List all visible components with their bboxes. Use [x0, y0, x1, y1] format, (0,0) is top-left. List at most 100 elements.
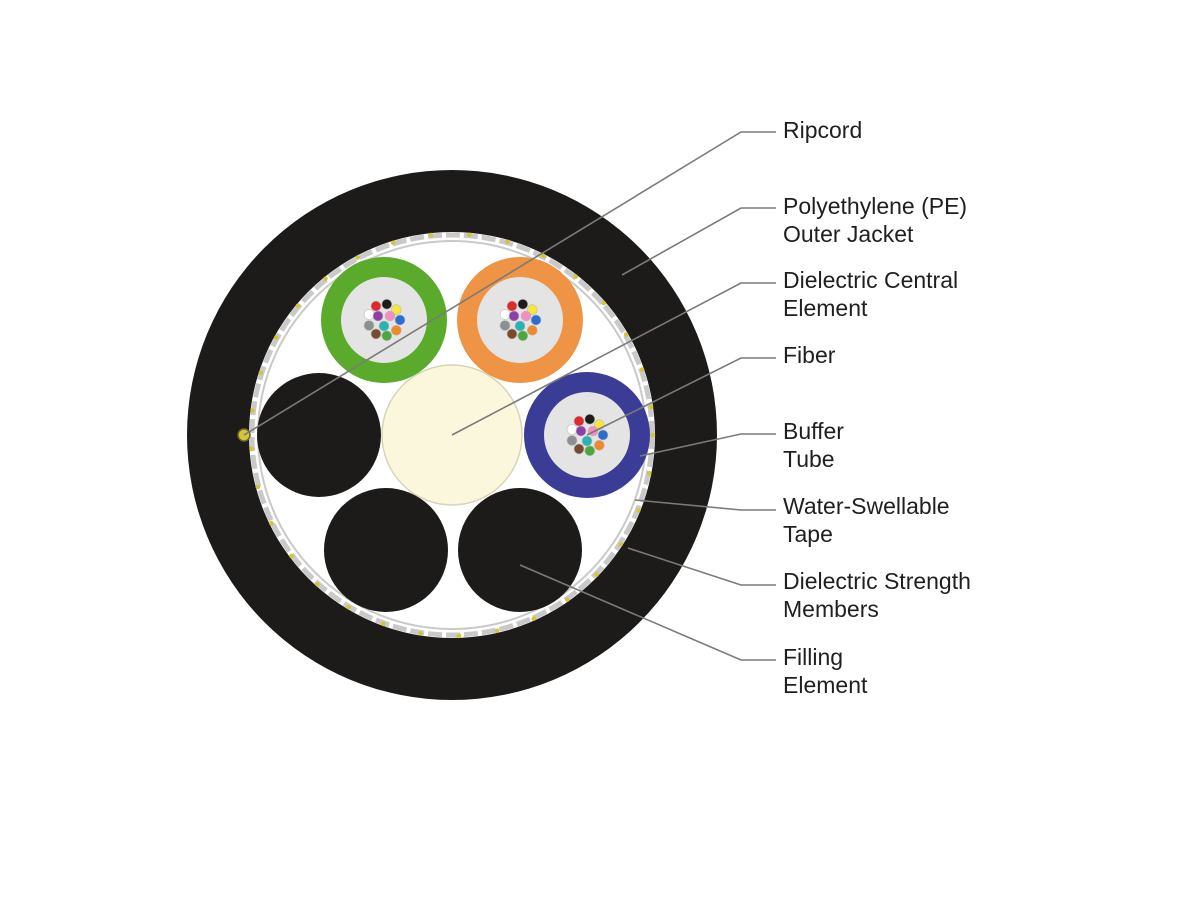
- leader-line-central-element: [451, 282, 776, 436]
- label-ripcord-line-1: Ripcord: [783, 117, 863, 143]
- fiber: [390, 324, 402, 336]
- strength-yarn-strand: [381, 621, 386, 627]
- strength-yarn-strand: [390, 240, 396, 246]
- fiber: [597, 429, 609, 441]
- strength-yarn-strand: [315, 582, 320, 587]
- fiber: [370, 300, 382, 312]
- fiber: [520, 310, 532, 322]
- label-outer-jacket-line-1: Polyethylene (PE): [783, 193, 968, 219]
- fiber: [573, 415, 585, 427]
- label-strength-members-line-1: Dielectric Strength: [783, 568, 971, 594]
- fiber: [526, 324, 538, 336]
- fiber-bundle-blue: [566, 413, 609, 457]
- gel-fill: [341, 277, 427, 363]
- strength-yarn-strand: [258, 370, 264, 376]
- strength-yarn-strand: [531, 616, 537, 621]
- label-tape-line-1: Water-Swellable: [783, 493, 950, 519]
- filling-element-left: [257, 373, 381, 497]
- strength-yarn-strand: [323, 276, 328, 282]
- label-central-element: Dielectric Central Element: [783, 266, 958, 322]
- fiber: [390, 304, 402, 316]
- fiber: [566, 424, 578, 435]
- leader-line-tape: [634, 499, 776, 511]
- fiber: [566, 435, 578, 446]
- label-buffer-tube: Buffer Tube: [783, 417, 844, 473]
- strength-yarn-strand: [467, 232, 472, 238]
- strength-yarn-strand: [249, 446, 254, 452]
- label-central-element-line-1: Dielectric Central: [783, 267, 959, 293]
- fiber-bundle-orange: [499, 298, 542, 342]
- fiber: [508, 310, 520, 322]
- label-buffer-tube-line-2: Tube: [783, 446, 835, 472]
- strength-yarn-strand: [573, 274, 578, 279]
- fiber: [499, 309, 511, 320]
- label-strength-members: Dielectric Strength Members: [783, 567, 971, 623]
- label-tape: Water-Swellable Tape: [783, 492, 950, 548]
- strength-yarn-strand: [428, 232, 434, 238]
- leader-line-strength-members: [627, 547, 776, 586]
- strength-yarn-strand: [639, 367, 645, 372]
- fiber: [370, 328, 382, 340]
- fiber: [499, 320, 511, 331]
- fiber: [506, 328, 518, 340]
- strength-yarn-strand: [594, 572, 599, 577]
- label-filling-element-line-1: Filling: [783, 644, 844, 670]
- fiber: [378, 320, 390, 332]
- leader-line-fiber: [586, 357, 776, 436]
- fiber: [573, 443, 585, 455]
- fiber: [381, 330, 393, 342]
- strength-yarn-strand: [650, 432, 656, 438]
- leader-line-outer-jacket: [621, 207, 776, 276]
- label-filling-element: Filling Element: [783, 643, 867, 699]
- fiber: [526, 304, 538, 316]
- strength-yarn-strand: [418, 631, 423, 636]
- fiber: [581, 435, 593, 447]
- label-ripcord: Ripcord: [783, 116, 862, 144]
- fiber: [381, 298, 393, 310]
- fiber: [517, 330, 529, 342]
- label-buffer-tube-line-1: Buffer: [783, 418, 844, 444]
- label-outer-jacket-line-2: Outer Jacket: [783, 221, 914, 247]
- fiber: [363, 320, 375, 331]
- fiber: [514, 320, 526, 332]
- fiber: [575, 425, 587, 437]
- strength-yarn-strand: [623, 332, 629, 337]
- fiber: [384, 310, 396, 322]
- strength-yarn-strand: [494, 628, 500, 634]
- strength-yarn-strand: [456, 633, 462, 639]
- label-outer-jacket: Polyethylene (PE) Outer Jacket: [783, 192, 967, 248]
- strength-yarn-strand: [565, 597, 570, 602]
- fiber: [593, 439, 605, 451]
- strength-yarn-strand: [289, 553, 294, 559]
- strength-yarn-strand: [618, 542, 623, 547]
- filling-element-bottom-left: [324, 488, 448, 612]
- strength-yarn-strand: [346, 605, 351, 610]
- label-strength-members-line-2: Members: [783, 596, 879, 622]
- strength-yarn-strand: [648, 404, 654, 410]
- leader-line-buffer-tube: [639, 433, 776, 457]
- label-central-element-line-2: Element: [783, 295, 868, 321]
- fiber: [530, 314, 542, 326]
- gel-fill: [477, 277, 563, 363]
- strength-yarn-strand: [601, 300, 606, 306]
- strength-yarn-strand: [273, 335, 279, 340]
- filling-element-bottom-right: [458, 488, 582, 612]
- strength-yarn-strand: [269, 520, 274, 526]
- buffer-tube-orange: [457, 257, 583, 383]
- dielectric-strength-members: [249, 232, 656, 639]
- label-fiber: Fiber: [783, 341, 835, 369]
- strength-yarn-strand: [647, 471, 652, 476]
- strength-yarn-strand: [255, 484, 261, 490]
- buffer-tube-green: [321, 257, 447, 383]
- label-tape-line-2: Tape: [783, 521, 833, 547]
- strength-yarn-strand: [636, 508, 641, 513]
- label-fiber-line-1: Fiber: [783, 342, 836, 368]
- fiber: [517, 298, 529, 310]
- fiber: [506, 300, 518, 312]
- strength-yarn-strand: [355, 255, 360, 260]
- leader-lines: [243, 131, 776, 661]
- fiber: [363, 309, 375, 320]
- fiber: [584, 413, 596, 425]
- fiber-bundle-green: [363, 298, 406, 342]
- strength-yarn-strand: [295, 303, 301, 309]
